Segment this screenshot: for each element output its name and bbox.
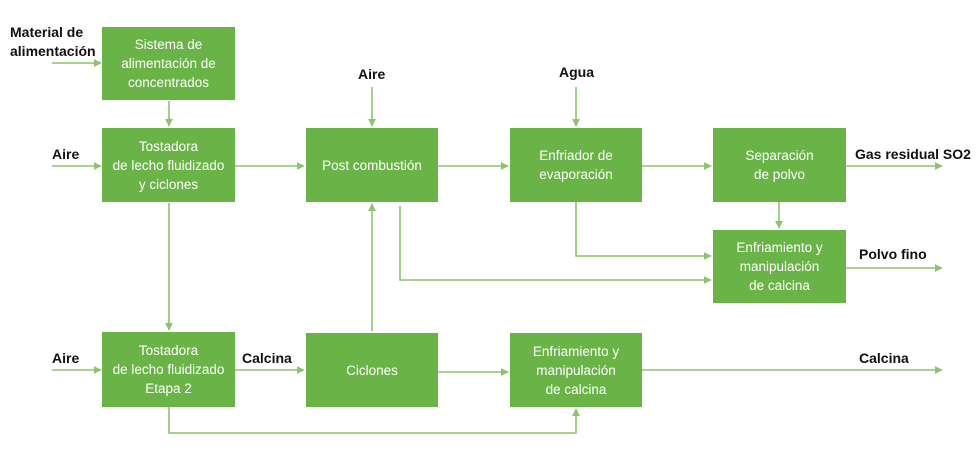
concentrate-feed-system-box: Sistema de alimentación de concentrados <box>102 27 235 100</box>
concentrate-feed-system-text: Sistema de alimentación de concentrados <box>121 37 216 90</box>
calcine-label-mid: Calcina <box>242 350 292 366</box>
feed-material-label: Material de alimentación <box>10 24 96 59</box>
air-label-roaster-1: Aire <box>52 146 80 162</box>
fluid-bed-roaster-2-box: Tostadora de lecho fluidizado Etapa 2 <box>102 332 235 407</box>
post-combustion-text: Post combustión <box>322 157 422 173</box>
fluid-bed-roaster-2-text: Tostadora de lecho fluidizado Etapa 2 <box>112 343 225 396</box>
evaporative-cooler-box: Enfriador de evaporación <box>510 128 642 202</box>
arrow-post-combustion-to-calcine-handling <box>399 206 712 284</box>
water-label: Agua <box>559 64 594 80</box>
arrow-cooler-to-calcine-handling <box>575 202 712 260</box>
calcine-handling-upper-text: Enfriamiento y manipulación de calcina <box>736 240 823 293</box>
fine-dust-label: Polvo fino <box>859 246 927 262</box>
dust-separation-text: Separación de polvo <box>745 148 814 182</box>
calcine-handling-upper-box: Enfriamiento y manipulación de calcina <box>713 230 846 303</box>
cyclones-text: Ciclones <box>346 362 398 378</box>
dust-separation-box: Separación de polvo <box>713 128 846 202</box>
air-label-post-combustion: Aire <box>358 66 386 82</box>
calcine-label-out: Calcina <box>859 350 909 366</box>
fluid-bed-roaster-1-box: Tostadora de lecho fluidizado y ciclones <box>102 128 235 202</box>
calcine-handling-lower-text: Enfriamiento y manipulación de calcina <box>532 343 620 397</box>
arrow-roaster-2-to-calcine-handling <box>168 407 580 434</box>
air-label-roaster-2: Aire <box>52 350 80 366</box>
post-combustion-box: Post combustión <box>306 128 438 202</box>
evaporative-cooler-text: Enfriador de evaporación <box>539 148 613 182</box>
fluid-bed-roaster-1-text: Tostadora de lecho fluidizado y ciclones <box>112 138 225 192</box>
calcine-handling-lower-box: Enfriamiento y manipulación de calcina <box>510 333 642 407</box>
waste-gas-label: Gas residual SO2 <box>855 146 971 162</box>
cyclones-box: Ciclones <box>306 333 438 407</box>
